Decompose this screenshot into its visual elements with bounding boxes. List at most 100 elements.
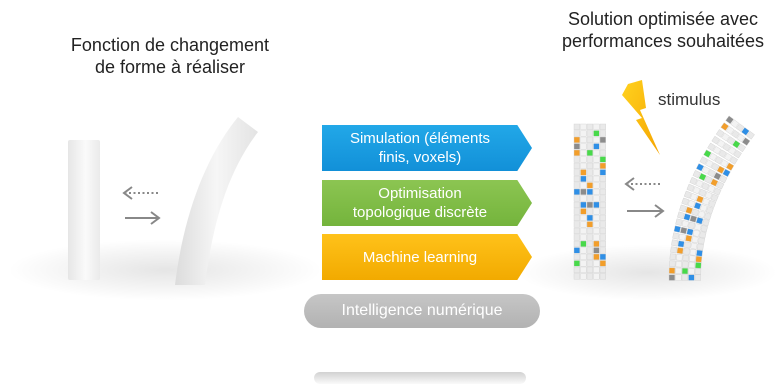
voxel-cell (695, 163, 705, 172)
voxel-cell (669, 253, 677, 261)
voxel-cell (702, 197, 710, 206)
voxel-cell (580, 175, 587, 182)
voxel-cell (593, 234, 600, 241)
voxel-cell (573, 162, 580, 169)
voxel-cell (586, 266, 593, 273)
voxel-cell (593, 136, 600, 143)
voxel-cell (573, 221, 580, 228)
voxel-cell (746, 131, 755, 140)
voxel-cell (593, 143, 600, 150)
method-machine-learning: Machine learning (322, 234, 532, 280)
voxel-cell (722, 142, 731, 152)
stimulus-label: stimulus (658, 90, 721, 109)
voxel-cell (593, 227, 600, 234)
voxel-cell (593, 195, 600, 202)
voxel-cell (599, 156, 606, 163)
voxel-cell (685, 234, 693, 243)
voxel-cell (593, 266, 600, 273)
voxel-cell (703, 149, 712, 158)
voxel-cell (580, 234, 587, 241)
voxel-cell (573, 266, 580, 273)
voxel-cell (580, 260, 587, 267)
voxel-cell (688, 268, 695, 275)
voxel-cell (599, 195, 606, 202)
voxel-cell (676, 254, 683, 261)
voxel-cell (573, 143, 580, 150)
voxel-cell (599, 266, 606, 273)
left-title-line2: de forme à réaliser (94, 57, 246, 77)
voxel-cell (586, 175, 593, 182)
voxel-cell (678, 233, 686, 241)
voxel-cell (593, 182, 600, 189)
lightning-bolt-icon (622, 80, 660, 155)
voxel-cell (580, 156, 587, 163)
voxel-cell (671, 239, 679, 247)
voxel-cell (573, 156, 580, 163)
voxel-cell (580, 227, 587, 234)
voxel-cell (681, 220, 690, 228)
voxel-cell (698, 188, 707, 197)
voxel-cell (710, 178, 719, 187)
voxel-cell (599, 214, 606, 221)
voxel-cell (593, 240, 600, 247)
voxel-cell (705, 206, 714, 215)
voxel-cell (705, 159, 714, 168)
voxel-cell (580, 221, 587, 228)
voxel-cell (694, 268, 702, 275)
voxel-cell (686, 228, 694, 236)
voxel-cell (593, 169, 600, 176)
voxel-cell (676, 247, 684, 255)
voxel-cell (733, 149, 742, 159)
voxel-cell (573, 169, 580, 176)
voxel-cell (721, 132, 730, 142)
voxel-cell (710, 193, 719, 202)
voxel-cell (668, 267, 676, 274)
voxel-cell (573, 260, 580, 267)
voxel-cell (593, 175, 600, 182)
voxel-cell (599, 175, 606, 182)
voxel-cell (586, 208, 593, 215)
voxel-cell (675, 218, 683, 226)
voxel-cell (697, 237, 706, 245)
voxel-cell (694, 274, 701, 281)
voxel-cell (580, 130, 587, 137)
voxel-cell (692, 229, 701, 237)
voxel-cell (580, 123, 587, 130)
voxel-cell (593, 123, 600, 130)
intelligence-pill: Intelligence numérique (304, 294, 540, 328)
method-ml-line1: Machine learning (362, 248, 478, 266)
voxel-cell (580, 266, 587, 273)
voxel-cell (580, 247, 587, 254)
voxel-cell (580, 188, 587, 195)
voxel-cell (669, 260, 676, 267)
voxel-cell (701, 182, 710, 191)
voxel-cell (586, 253, 593, 260)
voxel-cell (593, 260, 600, 267)
voxel-cell (580, 182, 587, 189)
voxel-cell (586, 273, 593, 280)
voxel-cell (599, 123, 606, 130)
voxel-cell (681, 197, 690, 206)
solid-arrow-right-right-panel (627, 204, 665, 218)
voxel-cell (713, 187, 722, 196)
voxel-cell (682, 254, 690, 262)
voxel-cell (599, 273, 606, 280)
voxel-cell (708, 152, 718, 162)
voxel-cell (696, 195, 704, 204)
voxel-cell (688, 255, 696, 262)
voxel-cell (689, 215, 698, 223)
voxel-cell (573, 234, 580, 241)
voxel-cell (689, 248, 697, 256)
voxel-cell (675, 267, 682, 275)
voxel-cell (713, 172, 722, 181)
right-panel-title: Solution optimisée avec performances sou… (548, 8, 777, 52)
voxel-cell (682, 261, 689, 268)
voxel-cell (730, 119, 740, 129)
voxel-cell (702, 218, 710, 227)
voxel-cell (695, 262, 702, 269)
voxel-cell (680, 226, 688, 235)
voxel-cell (586, 162, 593, 169)
voxel-cell (599, 149, 606, 156)
voxel-cell (593, 273, 600, 280)
voxel-cell (670, 246, 678, 254)
